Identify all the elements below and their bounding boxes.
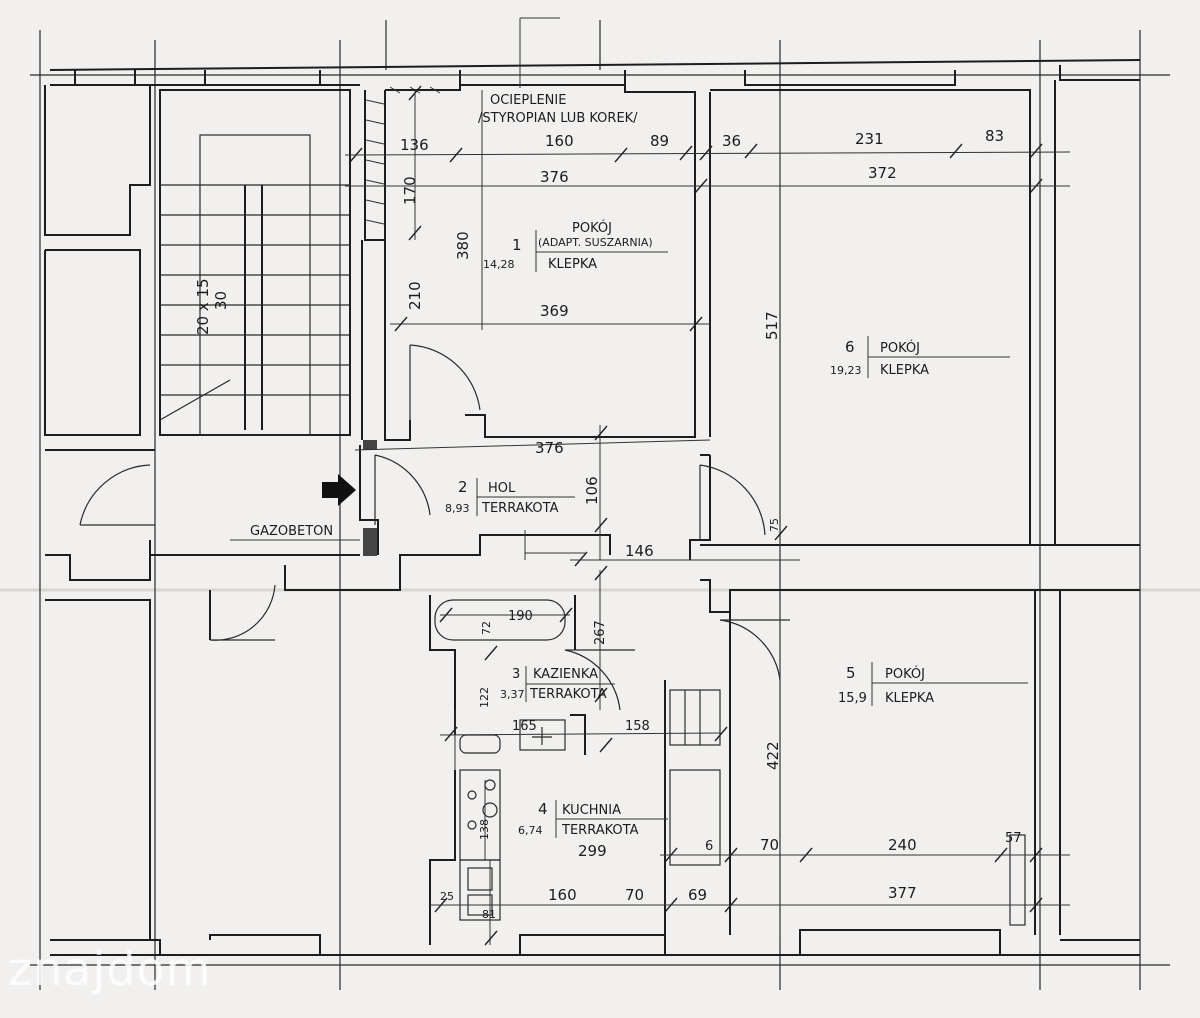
- exterior-walls: [49, 59, 1141, 956]
- dim-231: 231: [855, 130, 884, 148]
- dim-372: 372: [868, 164, 897, 182]
- insulation-label: OCIEPLENIE: [490, 93, 566, 108]
- middle-walls: [150, 445, 1140, 640]
- doors: [79, 344, 790, 711]
- dim-376-hall: 376: [535, 439, 564, 457]
- stairs-label: 20 x 15: [194, 278, 212, 335]
- room-5-walls: [729, 590, 1061, 935]
- room-1-walls: [361, 85, 711, 456]
- dim-422: 422: [764, 741, 782, 770]
- svg-text:(ADAPT. SUSZARNIA): (ADAPT. SUSZARNIA): [538, 236, 653, 249]
- svg-text:TERRAKOTA: TERRAKOTA: [481, 501, 559, 516]
- svg-text:4: 4: [538, 800, 548, 818]
- svg-text:2: 2: [458, 478, 468, 496]
- gazobeton-label: GAZOBETON: [250, 524, 333, 539]
- svg-text:8,93: 8,93: [445, 502, 470, 515]
- dim-106: 106: [583, 476, 601, 505]
- dim-170: 170: [401, 176, 419, 205]
- svg-text:HOL: HOL: [488, 481, 516, 496]
- room-4-label: 4 KUCHNIA 6,74 TERRAKOTA: [518, 800, 668, 838]
- dim-165: 165: [512, 719, 537, 734]
- kitchen: [429, 680, 721, 945]
- room-6-label: 6 POKÓJ 19,23 KLEPKA: [830, 336, 1010, 378]
- svg-text:POKÓJ: POKÓJ: [885, 666, 925, 682]
- svg-text:14,28: 14,28: [483, 258, 515, 271]
- bathroom: [429, 595, 586, 755]
- dim-122: 122: [478, 687, 491, 708]
- svg-text:3: 3: [512, 667, 520, 682]
- svg-text:TERRAKOTA: TERRAKOTA: [529, 687, 607, 702]
- dim-69: 69: [688, 886, 707, 904]
- svg-text:5: 5: [846, 664, 856, 682]
- staircase: 20 x 15 30: [159, 89, 351, 436]
- dim-25: 25: [440, 890, 454, 903]
- svg-text:KLEPKA: KLEPKA: [548, 257, 597, 272]
- svg-text:POKÓJ: POKÓJ: [572, 220, 612, 236]
- dim-83: 83: [985, 127, 1004, 145]
- dim-75: 75: [768, 518, 781, 532]
- watermark-logo: znajdom: [8, 942, 211, 996]
- dim-267: 267: [593, 620, 608, 645]
- svg-text:KAZIENKA: KAZIENKA: [533, 667, 598, 682]
- svg-text:15,9: 15,9: [838, 691, 867, 706]
- svg-text:KLEPKA: KLEPKA: [880, 363, 929, 378]
- dimension-ticks: [349, 85, 1043, 946]
- room-5-label: 5 POKÓJ 15,9 KLEPKA: [838, 662, 1028, 706]
- dim-380: 380: [454, 231, 472, 260]
- dim-240: 240: [888, 836, 917, 854]
- dim-517: 517: [763, 311, 781, 340]
- entrance-arrow-icon: [322, 474, 356, 506]
- dim-369: 369: [540, 302, 569, 320]
- svg-text:6: 6: [845, 338, 855, 356]
- dim-36: 36: [722, 132, 741, 150]
- svg-text:6,74: 6,74: [518, 824, 543, 837]
- dim-146: 146: [625, 542, 654, 560]
- dim-160: 160: [545, 132, 574, 150]
- dim-210: 210: [406, 281, 424, 310]
- svg-text:POKÓJ: POKÓJ: [880, 340, 920, 356]
- room-2-label: 2 HOL 8,93 TERRAKOTA: [445, 478, 575, 516]
- stairs-label-2: 30: [212, 291, 230, 310]
- svg-text:3,37: 3,37: [500, 688, 525, 701]
- insulation-hatch: [365, 86, 441, 225]
- dim-89: 89: [650, 132, 669, 150]
- room-1-label: POKÓJ 1 (ADAPT. SUSZARNIA) 14,28 KLEPKA: [483, 220, 668, 272]
- dim-81: 81: [482, 908, 496, 921]
- dim-158: 158: [625, 719, 650, 734]
- dim-376-top: 376: [540, 168, 569, 186]
- svg-text:KLEPKA: KLEPKA: [885, 691, 934, 706]
- dimension-lines: [344, 17, 1071, 945]
- dim-377: 377: [888, 884, 917, 902]
- dim-57: 57: [1005, 831, 1022, 846]
- gazobeton-blocks: [363, 440, 377, 556]
- insulation-material-label: /STYROPIAN LUB KOREK/: [478, 111, 638, 126]
- dim-72: 72: [480, 621, 493, 635]
- dim-70-kitchen: 70: [625, 886, 644, 904]
- svg-text:TERRAKOTA: TERRAKOTA: [561, 823, 639, 838]
- dim-136: 136: [400, 136, 429, 154]
- svg-text:19,23: 19,23: [830, 364, 862, 377]
- room-3-label: 3 KAZIENKA 3,37 TERRAKOTA: [500, 666, 615, 702]
- dim-160-kitchen: 160: [548, 886, 577, 904]
- dim-6: 6: [705, 839, 713, 854]
- svg-text:KUCHNIA: KUCHNIA: [562, 803, 621, 818]
- dim-138: 138: [478, 819, 491, 840]
- dim-70-right: 70: [760, 836, 779, 854]
- svg-text:1: 1: [512, 236, 522, 254]
- dim-299: 299: [578, 842, 607, 860]
- left-neighbour-walls: [44, 85, 155, 940]
- dim-190: 190: [508, 609, 533, 624]
